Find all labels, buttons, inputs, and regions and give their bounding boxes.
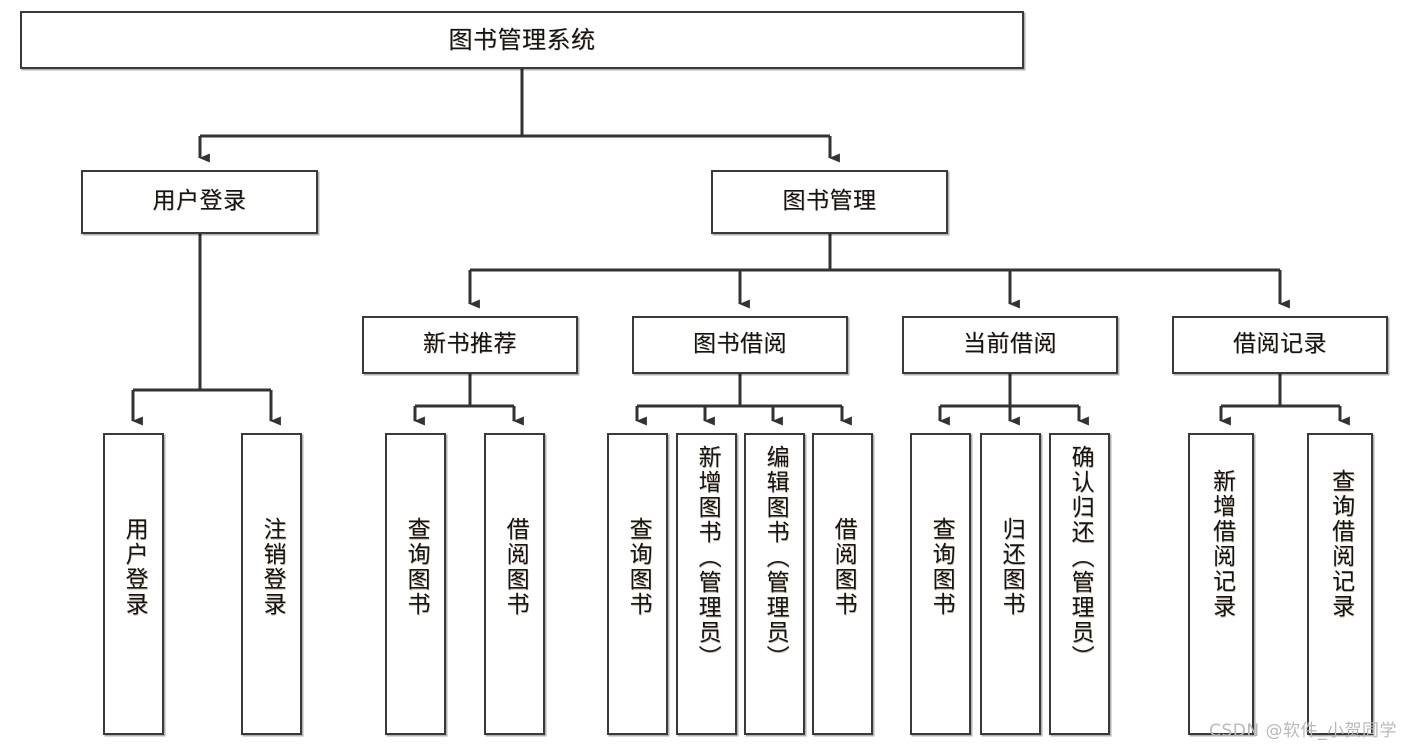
leaf-recommend-query-book[interactable]: 查询图书: [385, 433, 446, 735]
node-label: 查询图书: [928, 517, 955, 617]
node-label: 归还图书: [998, 517, 1025, 617]
node-label: 借阅图书: [830, 517, 857, 617]
node-root-system[interactable]: 图书管理系统: [20, 11, 1024, 69]
node-label: 注销登录: [259, 517, 286, 617]
node-label: 查询图书: [625, 517, 652, 617]
node-label: 用户登录: [152, 188, 247, 215]
node-current-borrow[interactable]: 当前借阅: [902, 316, 1118, 374]
leaf-logout[interactable]: 注销登录: [241, 433, 302, 735]
node-label: 借阅图书: [502, 517, 529, 617]
node-label: 新增借阅记录: [1208, 469, 1235, 619]
leaf-borrow-query-book[interactable]: 查询图书: [607, 433, 668, 735]
node-label: 新增图书（管理员）: [694, 445, 721, 670]
csdn-watermark: CSDN @软件_小贺同学: [1209, 721, 1397, 741]
node-label: 新书推荐: [423, 331, 517, 358]
leaf-borrow-borrow-book[interactable]: 借阅图书: [812, 433, 873, 735]
leaf-add-book-admin[interactable]: 新增图书（管理员）: [676, 433, 737, 735]
leaf-edit-book-admin[interactable]: 编辑图书（管理员）: [744, 433, 805, 735]
leaf-return-book[interactable]: 归还图书: [980, 433, 1041, 735]
node-book-management[interactable]: 图书管理: [711, 170, 948, 234]
leaf-current-query-book[interactable]: 查询图书: [910, 433, 971, 735]
node-label: 查询借阅记录: [1327, 469, 1354, 619]
node-label: 图书借阅: [693, 331, 787, 358]
node-label: 编辑图书（管理员）: [762, 445, 789, 670]
node-label: 图书管理系统: [448, 25, 596, 54]
leaf-user-login[interactable]: 用户登录: [103, 433, 164, 735]
node-label: 用户登录: [121, 517, 148, 617]
node-new-book-recommend[interactable]: 新书推荐: [362, 316, 578, 374]
leaf-add-borrow-record[interactable]: 新增借阅记录: [1188, 433, 1254, 735]
node-label: 确认归还（管理员）: [1067, 445, 1094, 670]
node-label: 图书管理: [782, 188, 877, 215]
node-label: 查询图书: [403, 517, 430, 617]
node-label: 借阅记录: [1233, 331, 1327, 358]
leaf-confirm-return-admin[interactable]: 确认归还（管理员）: [1049, 433, 1110, 735]
node-borrow-record[interactable]: 借阅记录: [1172, 316, 1388, 374]
leaf-recommend-borrow-book[interactable]: 借阅图书: [484, 433, 545, 735]
leaf-query-borrow-record[interactable]: 查询借阅记录: [1307, 433, 1373, 735]
node-user-login[interactable]: 用户登录: [81, 170, 318, 234]
node-book-borrow[interactable]: 图书借阅: [632, 316, 848, 374]
node-label: 当前借阅: [963, 331, 1057, 358]
